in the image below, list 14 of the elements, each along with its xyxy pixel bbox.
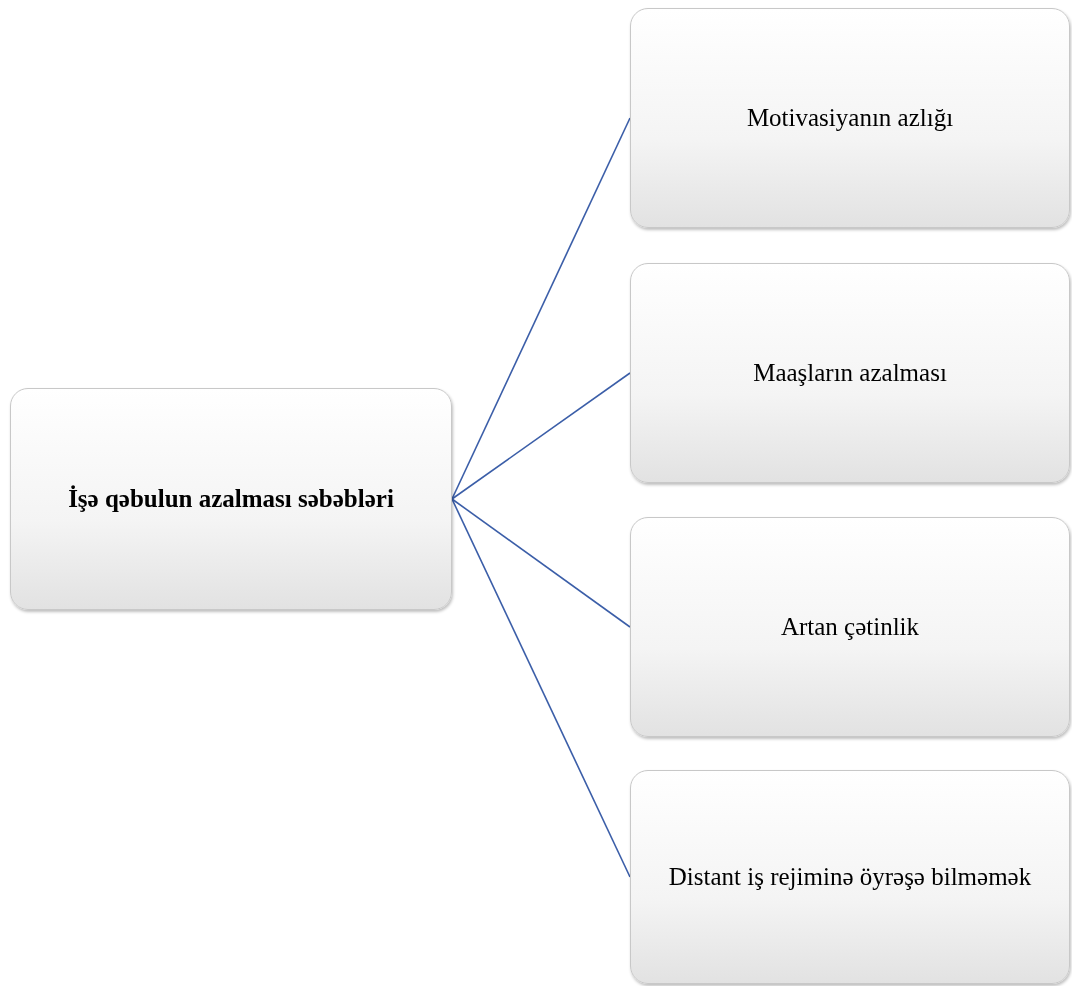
cause-box xyxy=(630,8,1070,228)
connector-line xyxy=(451,117,631,500)
topic-box xyxy=(10,388,452,610)
connector-line xyxy=(451,498,631,878)
box-text: Maaşların azalması xyxy=(753,359,947,387)
box-text: İşə qəbulun azalması səbəbləri xyxy=(68,485,394,513)
box-text: Distant iş rejiminə öyrəşə bilməmək xyxy=(668,863,1032,891)
cause-box xyxy=(630,263,1070,483)
connector-line xyxy=(451,498,631,628)
cause-box xyxy=(630,770,1070,984)
box-text: Motivasiyanın azlığı xyxy=(746,104,954,132)
connector-line xyxy=(451,372,631,500)
cause-box xyxy=(630,517,1070,737)
box-text: Artan çətinlik xyxy=(780,613,920,641)
